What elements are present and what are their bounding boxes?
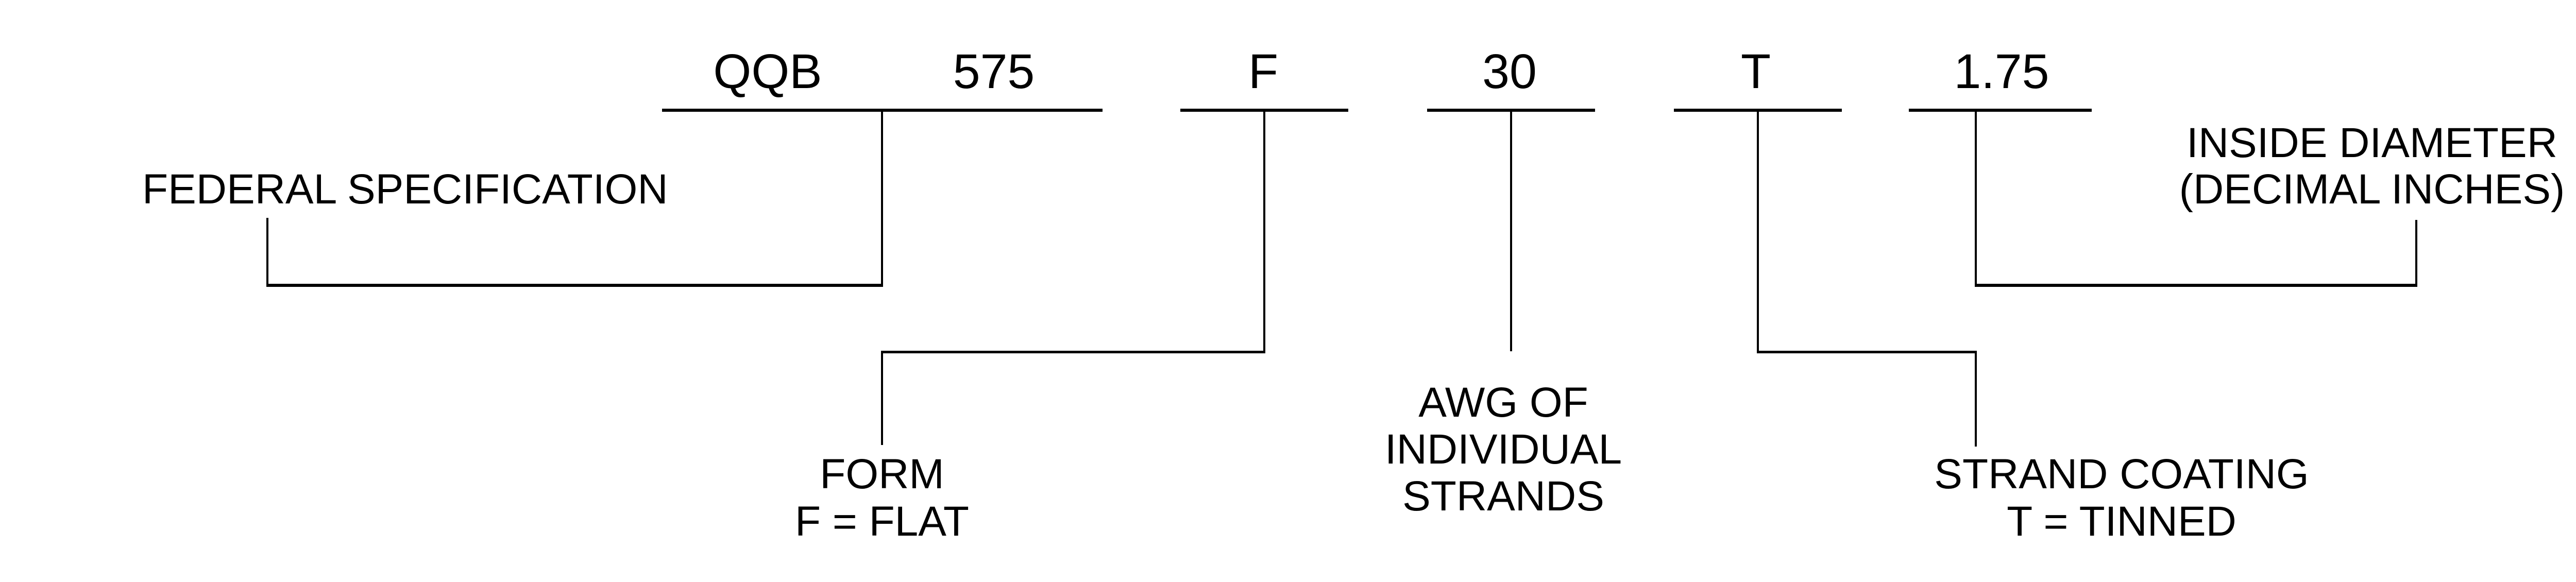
inside-diameter-label: INSIDE DIAMETER (DECIMAL INCHES) bbox=[2179, 120, 2565, 213]
inside-diameter-label-line2: (DECIMAL INCHES) bbox=[2179, 166, 2565, 213]
federal-spec-elbow-line bbox=[266, 284, 883, 287]
awg-label-line3: STRANDS bbox=[1402, 473, 1604, 520]
strand-coating-label: STRAND COATING T = TINNED bbox=[1934, 451, 2309, 545]
form-label-line2: F = FLAT bbox=[795, 498, 969, 545]
strand-coating-drop-line bbox=[1757, 109, 1759, 353]
federal-spec-label-line1: FEDERAL SPECIFICATION bbox=[142, 166, 668, 213]
form-label: FORM F = FLAT bbox=[795, 451, 969, 545]
code-segment-form: F bbox=[1248, 44, 1279, 99]
awg-label-line1: AWG OF bbox=[1418, 379, 1588, 426]
form-drop-line bbox=[1263, 109, 1265, 353]
strand-coating-stub-line bbox=[1975, 351, 1977, 447]
form-label-line1: FORM bbox=[820, 451, 944, 498]
code-segment-spec-number: 575 bbox=[953, 44, 1035, 99]
awg-label-line2: INDIVIDUAL bbox=[1384, 426, 1622, 473]
inside-diameter-elbow-line bbox=[1975, 284, 2417, 287]
awg-label: AWG OF INDIVIDUAL STRANDS bbox=[1385, 379, 1622, 520]
strand-coating-label-line1: STRAND COATING bbox=[1934, 451, 2309, 498]
form-elbow-line bbox=[881, 351, 1265, 353]
federal-spec-stub-line bbox=[266, 218, 268, 287]
code-segment-coating: T bbox=[1740, 44, 1771, 99]
strand-coating-label-line2: T = TINNED bbox=[2007, 498, 2236, 545]
form-stub-line bbox=[881, 351, 883, 445]
federal-spec-label: FEDERAL SPECIFICATION bbox=[142, 166, 668, 213]
code-segment-federal-spec: QQB bbox=[713, 44, 822, 99]
awg-drop-line bbox=[1510, 109, 1512, 351]
inside-diameter-stub-line bbox=[2415, 220, 2417, 287]
inside-diameter-label-line1: INSIDE DIAMETER bbox=[2187, 119, 2557, 166]
federal-spec-drop-line bbox=[881, 109, 883, 287]
code-segment-awg: 30 bbox=[1482, 44, 1537, 99]
underline-inside-diameter bbox=[1909, 109, 2092, 112]
code-segment-inside-diameter: 1.75 bbox=[1954, 44, 2049, 99]
strand-coating-elbow-line bbox=[1757, 351, 1977, 353]
inside-diameter-drop-line bbox=[1975, 109, 1977, 287]
